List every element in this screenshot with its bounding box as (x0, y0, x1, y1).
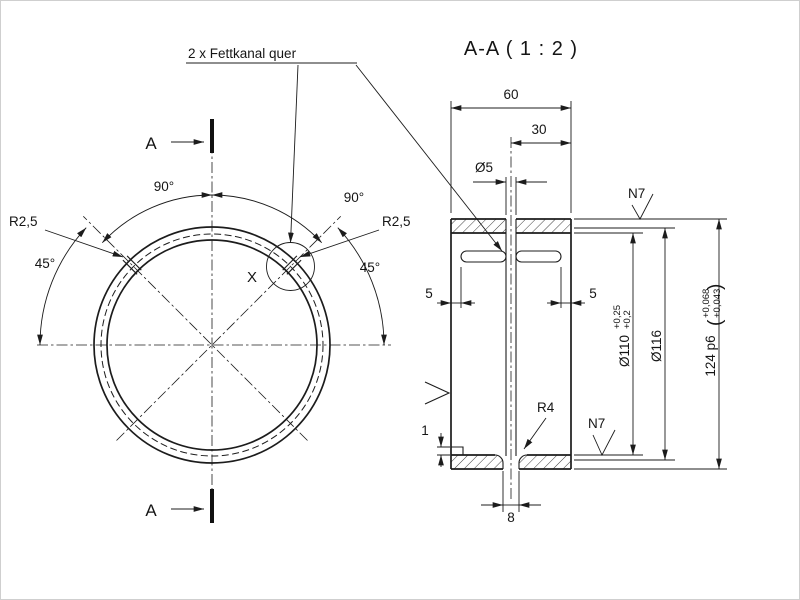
dim-d5-label: Ø5 (475, 160, 493, 175)
surface-finish-top: N7 (628, 186, 654, 220)
dim-5-left-label: 5 (425, 286, 433, 301)
arc-90-left (101, 192, 213, 244)
dimension-5-left: 5 (425, 267, 475, 308)
finish-bottom-label: N7 (588, 416, 605, 431)
dim-124-tol-lower: +0,043 (712, 289, 723, 318)
angle-90-left-label: 90° (154, 179, 174, 194)
groove-circle-hidden (100, 233, 324, 457)
dimension-5-right: 5 (547, 267, 597, 308)
dim-d110-tol-lower: +0,2 (622, 310, 633, 329)
dimension-r4: R4 (523, 400, 555, 450)
dim-124-label: 124 p6 (703, 335, 718, 376)
arc-45-left (37, 227, 87, 346)
callout-text: 2 x Fettkanal quer (188, 46, 297, 61)
dimension-30: 30 (511, 122, 571, 146)
roughness-symbol-top (631, 193, 654, 220)
centerlines (37, 123, 391, 519)
dim-5-right-label: 5 (589, 286, 597, 301)
exit-flare-left (494, 454, 504, 469)
arc-45-right (337, 227, 387, 346)
dim-r4-label: R4 (537, 400, 555, 415)
diagonal-centerline-135 (83, 216, 308, 441)
section-view: A-A ( 1 : 2 ) 6 (421, 38, 727, 525)
grease-slot-right (515, 250, 562, 263)
diagonal-centerline-45 (116, 216, 341, 441)
dim-8-label: 8 (507, 510, 515, 525)
angle-45-right-label: 45° (360, 260, 380, 275)
dimension-60: 60 (450, 87, 572, 213)
relief-step (451, 446, 464, 455)
dim-1-label: 1 (421, 423, 429, 438)
exit-flare-right (518, 454, 528, 469)
view-title: A-A ( 1 : 2 ) (464, 38, 578, 60)
angle-45-left-label: 45° (35, 256, 55, 271)
roughness-symbol-bottom (592, 429, 616, 457)
grease-hole-mark-left (122, 255, 142, 275)
finish-top-label: N7 (628, 186, 645, 201)
section-outline (450, 218, 572, 470)
dim-124-tol-upper: +0,068 (701, 289, 712, 318)
section-label-bottom: A (145, 501, 157, 520)
radius-right-leader (299, 229, 380, 258)
radius-right-label: R2,5 (382, 214, 411, 229)
hatching (451, 219, 571, 469)
grease-channel-callout: 2 x Fettkanal quer (186, 46, 503, 252)
dim-60-label: 60 (503, 87, 518, 102)
arc-90-right (211, 192, 323, 244)
detail-label: X (247, 269, 257, 286)
dimension-124: 124 p6 ( +0,068 +0,043 ) (574, 218, 727, 470)
dim-d116-label: Ø116 (649, 330, 664, 362)
section-label-top: A (145, 134, 157, 153)
grease-hole-mark-right (282, 255, 302, 275)
hatch-top-left (451, 219, 506, 233)
machining-triangle-icon (424, 381, 451, 405)
callout-leader-detail (288, 64, 299, 244)
radius-callouts: R2,5 R2,5 (9, 214, 411, 258)
grease-slot-left (460, 250, 507, 263)
dimension-d110: Ø110 +0,25 +0,2 (574, 232, 643, 456)
angle-dimensions: 90° 90° 45° 45° (35, 179, 387, 346)
hatch-bottom-right (519, 455, 571, 469)
hatch-top-right (516, 219, 571, 233)
dimension-hole-d5: Ø5 (473, 160, 547, 215)
dim-124-paren-open: ( (705, 319, 726, 326)
dim-d110-label: Ø110 (617, 335, 632, 367)
hatch-bottom-left (451, 455, 503, 469)
dim-d110-tol-upper: +0,25 (612, 305, 623, 329)
angle-90-right-label: 90° (344, 190, 364, 205)
dimension-8: 8 (481, 471, 541, 525)
radius-left-leader (44, 229, 124, 258)
radius-left-label: R2,5 (9, 214, 38, 229)
surface-finish-bottom: N7 (588, 416, 616, 457)
dim-30-label: 30 (531, 122, 546, 137)
dimension-1: 1 (421, 423, 450, 467)
dim-124-paren-close: ) (705, 284, 726, 290)
dimension-d116: Ø116 (574, 227, 675, 461)
front-view: A A 90° 90° 45° 45° R2,5 R2,5 X (9, 119, 411, 523)
